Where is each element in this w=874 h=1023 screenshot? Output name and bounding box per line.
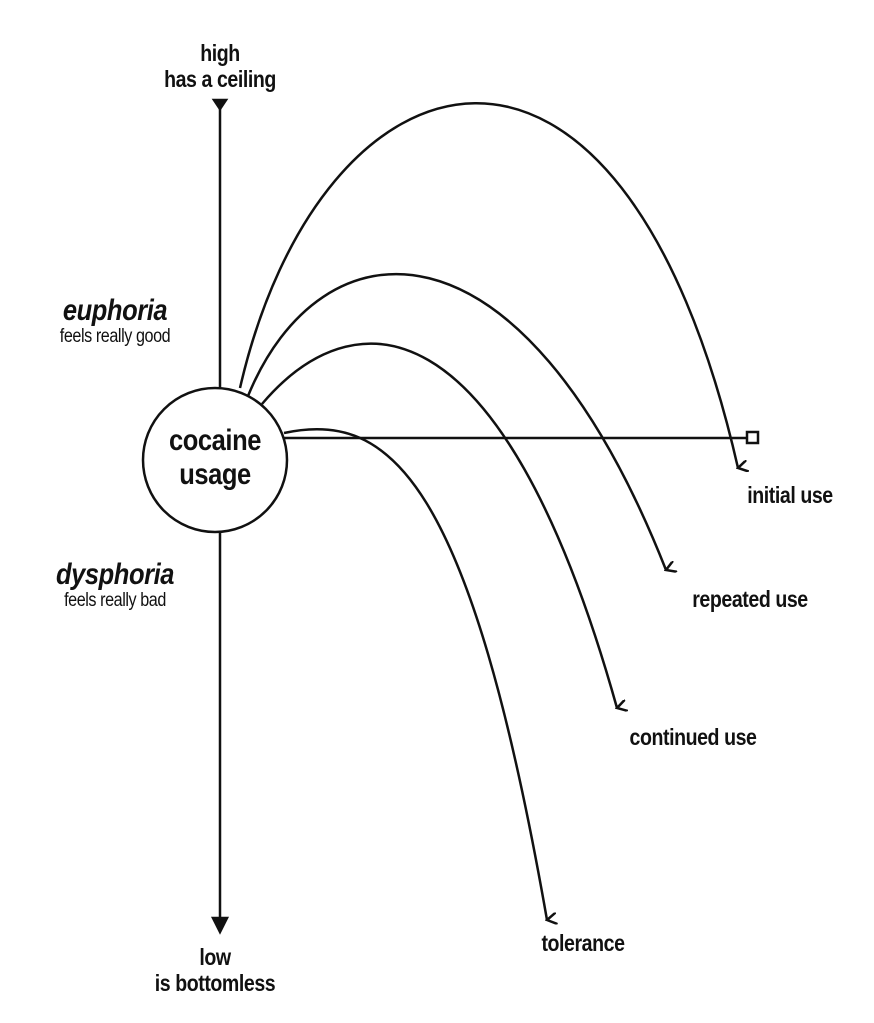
dysphoria-block: dysphoria feels really bad — [30, 558, 200, 614]
euphoria-label: euphoria — [62, 294, 168, 327]
axis-top-cap-icon — [211, 98, 229, 112]
euphoria-sub-label: feels really good — [59, 326, 171, 347]
curve-initial-use — [238, 102, 738, 468]
center-line1: cocaine — [168, 424, 261, 457]
center-label: cocaine usage — [130, 424, 300, 492]
curve-tolerance — [283, 427, 547, 920]
axis-bottom-arrow-icon — [210, 916, 230, 935]
center-circle — [141, 386, 289, 534]
axis-top-label: high has a ceiling — [135, 40, 305, 92]
low-label: low — [199, 944, 231, 970]
high-label: high — [200, 40, 240, 66]
curve-continued-use — [261, 342, 617, 708]
dysphoria-label: dysphoria — [55, 558, 175, 591]
low-sub-label: is bottomless — [154, 970, 276, 996]
label-tolerance: tolerance — [541, 930, 625, 956]
dysphoria-sub-label: feels really bad — [64, 590, 166, 611]
baseline-end-square — [745, 430, 760, 445]
label-continued-use: continued use — [629, 724, 757, 750]
curve-repeated-use — [246, 272, 666, 570]
label-initial-use: initial use — [747, 482, 833, 508]
euphoria-block: euphoria feels really good — [30, 294, 200, 350]
high-sub-label: has a ceiling — [164, 66, 276, 92]
center-line2: usage — [179, 458, 251, 491]
axis-bottom-label: low is bottomless — [130, 944, 300, 996]
label-repeated-use: repeated use — [692, 586, 808, 612]
